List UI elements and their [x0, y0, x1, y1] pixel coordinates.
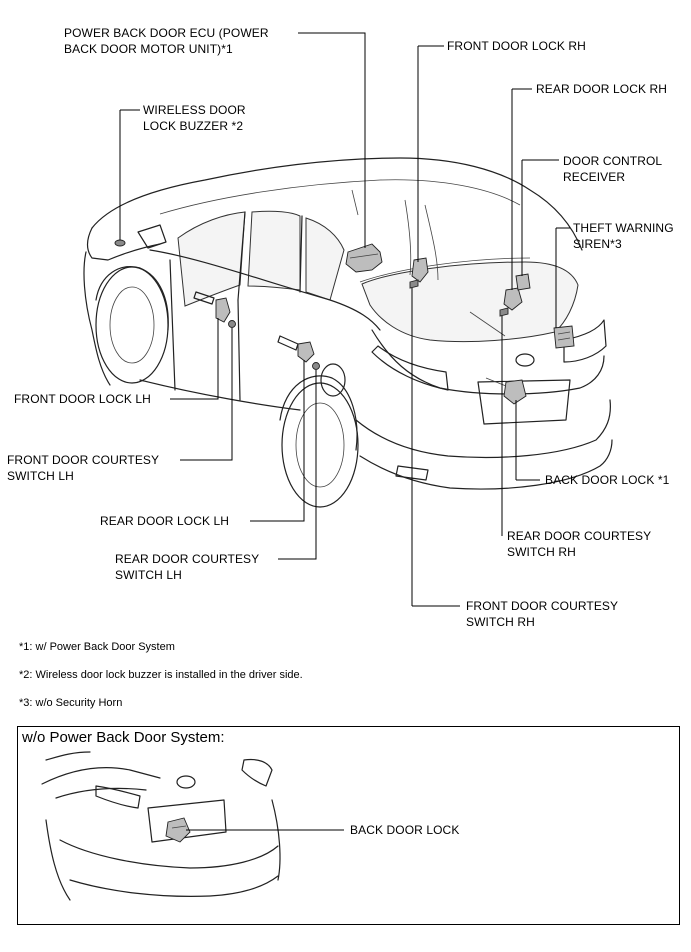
front-door-courtesy-switch-rh-part: [409, 279, 419, 289]
wireless-door-lock-buzzer-part: [114, 239, 126, 247]
footnote-2: *2: Wireless door lock buzzer is install…: [19, 669, 303, 681]
inset-back-door-lock-part: [165, 817, 191, 843]
label-theft-warning-siren: THEFT WARNING SIREN*3: [573, 221, 674, 251]
label-front-door-lock-rh: FRONT DOOR LOCK RH: [447, 39, 586, 53]
power-back-door-ecu-part: [345, 243, 383, 273]
front-door-lock-rh-part: [411, 257, 429, 283]
car-illustration: [83, 157, 613, 508]
inset-panel: [17, 726, 680, 925]
inset-title: w/o Power Back Door System:: [22, 729, 225, 746]
label-door-control-receiver: DOOR CONTROL RECEIVER: [563, 154, 663, 184]
footnote-3: *3: w/o Security Horn: [19, 697, 123, 709]
leader-lines: [119, 32, 570, 607]
rear-door-lock-lh-part: [297, 341, 315, 363]
label-rear-door-courtesy-switch-rh: REAR DOOR COURTESY SWITCH RH: [507, 529, 652, 559]
label-front-door-courtesy-switch-rh: FRONT DOOR COURTESY SWITCH RH: [466, 599, 619, 629]
front-door-lock-lh-part: [215, 297, 231, 323]
rear-door-courtesy-switch-lh-part: [312, 362, 320, 370]
label-front-door-courtesy-switch-lh: FRONT DOOR COURTESY SWITCH LH: [7, 453, 160, 483]
inset-illustration: [41, 751, 344, 901]
label-rear-door-courtesy-switch-lh: REAR DOOR COURTESY SWITCH LH: [115, 552, 260, 582]
component-parts: [114, 239, 575, 405]
door-control-receiver-part: [515, 273, 531, 291]
label-rear-door-lock-lh: REAR DOOR LOCK LH: [100, 514, 230, 528]
label-front-door-lock-lh: FRONT DOOR LOCK LH: [14, 392, 151, 406]
label-power-back-door-ecu: POWER BACK DOOR ECU (POWER BACK DOOR MOT…: [64, 26, 269, 56]
label-wireless-door-lock-buzzer: WIRELESS DOOR LOCK BUZZER *2: [143, 103, 246, 133]
rear-door-lock-rh-part: [503, 287, 523, 311]
label-rear-door-lock-rh: REAR DOOR LOCK RH: [536, 82, 668, 96]
rear-door-courtesy-switch-rh-part: [499, 307, 509, 317]
front-door-courtesy-switch-lh-part: [228, 320, 236, 328]
back-door-lock-part: [503, 379, 527, 405]
theft-warning-siren-part: [553, 325, 575, 349]
label-back-door-lock-1: BACK DOOR LOCK *1: [545, 473, 670, 487]
footnote-1: *1: w/ Power Back Door System: [19, 641, 175, 653]
label-inset-back-door-lock: BACK DOOR LOCK: [350, 823, 460, 837]
